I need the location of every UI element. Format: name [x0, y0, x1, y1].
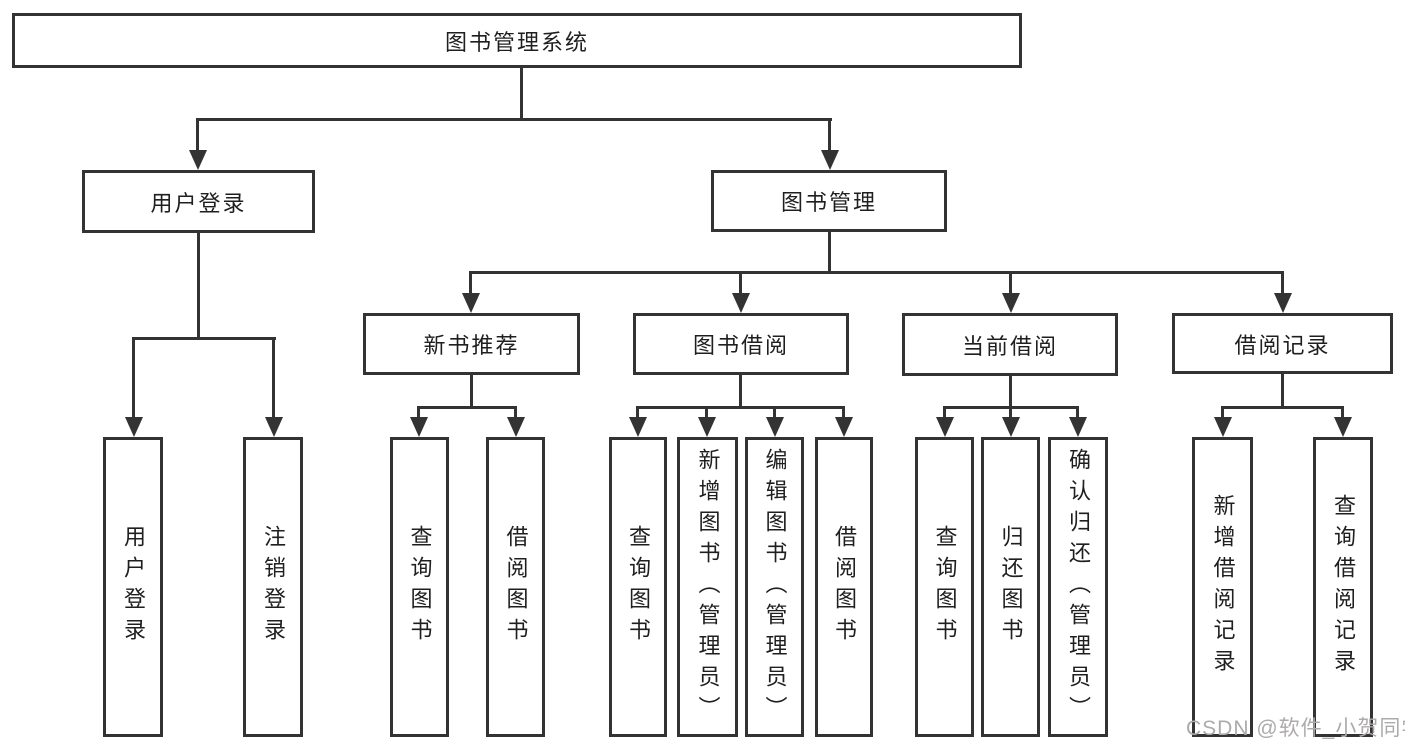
node-library-system: 图书管理系统 [12, 13, 1022, 68]
arrow-to-leaf-return-book [1009, 406, 1012, 417]
connector-root-stem [520, 68, 523, 118]
node-label: 新书推荐 [423, 333, 520, 358]
node-label: 图书管理系统 [444, 29, 589, 55]
arrow-to-leaf-borrow-book-2 [842, 406, 845, 417]
node-label: 用户登录 [150, 190, 247, 216]
connector-book-management-hbar [469, 271, 1283, 274]
arrow-to-leaf-edit-book [773, 406, 776, 417]
arrow-to-current-borrow [1009, 271, 1012, 293]
arrow-to-leaf-add-book [705, 406, 708, 417]
node-label: 用户登录 [121, 525, 146, 649]
node-label: 图书借阅 [692, 333, 789, 358]
leaf-edit-book-admin: 编辑图书（管理员） [745, 437, 804, 737]
connector-current-borrow-stem [1009, 376, 1012, 406]
leaf-borrow-book-1: 借阅图书 [486, 437, 545, 737]
connector-new-book-hbar [417, 406, 517, 409]
leaf-borrow-book-2: 借阅图书 [815, 437, 873, 737]
connector-borrow-record-stem [1281, 374, 1284, 406]
node-label: 图书管理 [780, 190, 877, 215]
arrow-to-borrow-record [1281, 271, 1284, 293]
leaf-logout: 注销登录 [243, 437, 303, 737]
node-book-borrow: 图书借阅 [633, 313, 849, 375]
node-new-book-recommend: 新书推荐 [363, 313, 580, 375]
leaf-return-book: 归还图书 [981, 437, 1040, 737]
connector-new-book-stem [470, 375, 473, 406]
node-label: 查询图书 [626, 525, 651, 649]
connector-root-hbar [196, 118, 832, 121]
connector-book-management-stem [828, 232, 831, 271]
node-label: 查询图书 [932, 525, 958, 649]
node-label: 编辑图书（管理员） [762, 447, 788, 727]
leaf-query-book-2: 查询图书 [609, 437, 667, 737]
leaf-add-borrow-record: 新增借阅记录 [1192, 437, 1253, 737]
arrow-to-book-management [828, 118, 831, 150]
arrow-to-leaf-user-login [132, 337, 135, 417]
node-label: 注销登录 [261, 525, 286, 649]
arrow-to-leaf-query-book-1 [417, 406, 420, 417]
node-label: 查询图书 [407, 525, 433, 649]
arrow-to-leaf-query-book-2 [636, 406, 639, 417]
connector-user-login-hbar [133, 337, 276, 340]
arrow-to-leaf-query-book-3 [943, 406, 946, 417]
node-label: 当前借阅 [961, 333, 1058, 359]
arrow-to-leaf-logout [272, 337, 275, 417]
node-label: 借阅图书 [832, 525, 857, 649]
node-book-management: 图书管理 [711, 170, 947, 232]
leaf-query-book-3: 查询图书 [915, 437, 974, 737]
node-label: 新增借阅记录 [1210, 494, 1236, 680]
node-label: 借阅记录 [1234, 332, 1331, 358]
arrow-to-book-borrow [739, 271, 742, 293]
node-current-borrow: 当前借阅 [902, 313, 1118, 376]
arrow-to-leaf-borrow-book-1 [514, 406, 517, 417]
arrow-to-leaf-confirm-return [1076, 406, 1079, 417]
arrow-to-leaf-query-record [1341, 406, 1344, 417]
node-label: 查询借阅记录 [1331, 494, 1356, 680]
node-borrow-record: 借阅记录 [1172, 313, 1393, 374]
connector-borrow-record-hbar [1221, 406, 1344, 409]
arrow-to-new-book-recommend [469, 271, 472, 293]
node-label: 归还图书 [998, 525, 1024, 649]
arrow-to-user-login [196, 118, 199, 150]
leaf-query-book-1: 查询图书 [390, 437, 449, 737]
node-label: 确认归还（管理员） [1066, 447, 1091, 727]
csdn-watermark: CSDN @软件_小贺同学 [1186, 717, 1405, 740]
node-user-login: 用户登录 [82, 170, 315, 233]
node-label: 新增图书（管理员） [695, 447, 721, 727]
connector-user-login-stem [197, 233, 200, 337]
leaf-confirm-return-admin: 确认归还（管理员） [1048, 437, 1108, 737]
connector-book-borrow-hbar [636, 406, 845, 409]
leaf-add-book-admin: 新增图书（管理员） [677, 437, 738, 737]
connector-book-borrow-stem [739, 375, 742, 406]
arrow-to-leaf-add-record [1221, 406, 1224, 417]
node-label: 借阅图书 [503, 525, 529, 649]
leaf-query-borrow-record: 查询借阅记录 [1313, 437, 1373, 737]
leaf-user-login: 用户登录 [103, 437, 163, 737]
